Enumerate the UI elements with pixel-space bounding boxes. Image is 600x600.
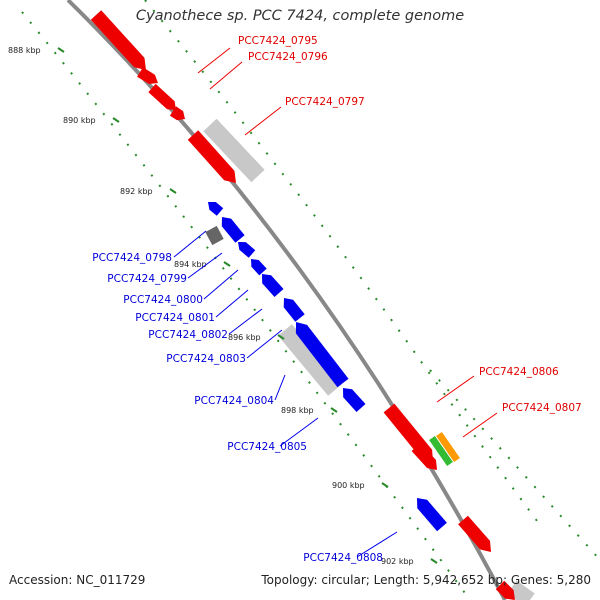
- gene-label: PCC7424_0797: [285, 96, 365, 108]
- gene-label: PCC7424_0807: [502, 402, 582, 414]
- gene-pcc7424_0805: [343, 388, 366, 412]
- tick-mark: [430, 558, 438, 564]
- gene-pcc7424_0803: [283, 298, 305, 322]
- accession-label: Accession: NC_011729: [9, 573, 146, 587]
- tick-mark: [381, 482, 389, 488]
- gene-label: PCC7424_0802: [148, 329, 228, 341]
- label-leader: [228, 308, 263, 335]
- gene-red-large: [187, 130, 236, 183]
- gene-label: PCC7424_0796: [248, 51, 328, 63]
- shadow-block: [203, 118, 265, 183]
- gene-label: PCC7424_0800: [123, 294, 203, 306]
- gene-label: PCC7424_0801: [135, 312, 215, 324]
- label-leader: [215, 289, 249, 318]
- gene-pcc7424_0808: [417, 498, 447, 532]
- tick-mark: [223, 261, 231, 267]
- gene-label: PCC7424_0804: [194, 395, 274, 407]
- gene-red-edge: [495, 580, 515, 600]
- tick-mark: [112, 117, 120, 123]
- label-leader: [197, 47, 231, 74]
- tick-mark: [330, 407, 338, 413]
- label-leader: [246, 329, 283, 359]
- gene-label: PCC7424_0795: [238, 35, 318, 47]
- label-leader: [356, 531, 398, 558]
- gene-green: [429, 436, 453, 466]
- tick-mark: [57, 47, 65, 53]
- shadow-block: [205, 225, 224, 246]
- tick-layer: 888 kbp 890 kbp 892 kbp 894 kbp 896 kbp 898 k…: [8, 46, 438, 566]
- topology-label: Topology: circular; Length: 5,942,652 bp…: [261, 573, 591, 587]
- label-leader: [209, 61, 243, 90]
- tick-label: 902 kbp: [381, 557, 414, 566]
- label-leader: [274, 374, 286, 401]
- tick-label: 900 kbp: [332, 481, 365, 490]
- label-leader: [244, 106, 282, 136]
- tick-label: 898 kbp: [281, 406, 314, 415]
- gene-pcc7424_0800: [238, 242, 256, 258]
- tick-mark: [169, 188, 177, 194]
- tick-mark: [277, 334, 285, 340]
- grid-ring: [429, 369, 600, 561]
- grid-layer: [21, 0, 600, 600]
- tick-label: 890 kbp: [63, 116, 96, 125]
- gene-red-small: [169, 106, 185, 121]
- gene-label: PCC7424_0808: [303, 552, 383, 564]
- tick-label: 894 kbp: [174, 260, 207, 269]
- gene-pcc7424_0798: [208, 202, 224, 216]
- gene-pcc7424_0802: [262, 274, 284, 297]
- gene-pcc7424_0797: [148, 83, 176, 110]
- gene-pcc7424_0799: [221, 217, 245, 243]
- grid-ring: [21, 11, 471, 600]
- gene-orange: [436, 432, 460, 462]
- gene-label: PCC7424_0805: [227, 441, 307, 453]
- tick-label: 896 kbp: [228, 333, 261, 342]
- label-leader: [279, 417, 319, 447]
- gene-pcc7424_0795: [90, 10, 146, 71]
- feature-layer: [90, 10, 535, 600]
- shadow-block: [278, 324, 342, 396]
- tick-label: 888 kbp: [8, 46, 41, 55]
- label-leader: [187, 252, 223, 279]
- tick-label: 892 kbp: [120, 187, 153, 196]
- gene-label: PCC7424_0799: [107, 273, 187, 285]
- gene-label: PCC7424_0806: [479, 366, 559, 378]
- label-leader: [203, 269, 239, 300]
- gene-red-lower: [458, 515, 491, 552]
- gene-pcc7424_0796: [137, 67, 158, 84]
- label-leader: [462, 412, 498, 438]
- gene-label: PCC7424_0803: [166, 353, 246, 365]
- gene-label: PCC7424_0798: [92, 252, 172, 264]
- map-title: Cyanothece sp. PCC 7424, complete genome: [135, 8, 465, 24]
- label-layer: PCC7424_0795PCC7424_0796PCC7424_0797PCC7…: [92, 35, 581, 564]
- gene-pcc7424_0807: [411, 443, 437, 470]
- gene-pcc7424_0804: [295, 322, 349, 388]
- label-leader: [436, 375, 475, 403]
- gene-pcc7424_0801: [251, 259, 267, 276]
- label-leader: [173, 230, 207, 258]
